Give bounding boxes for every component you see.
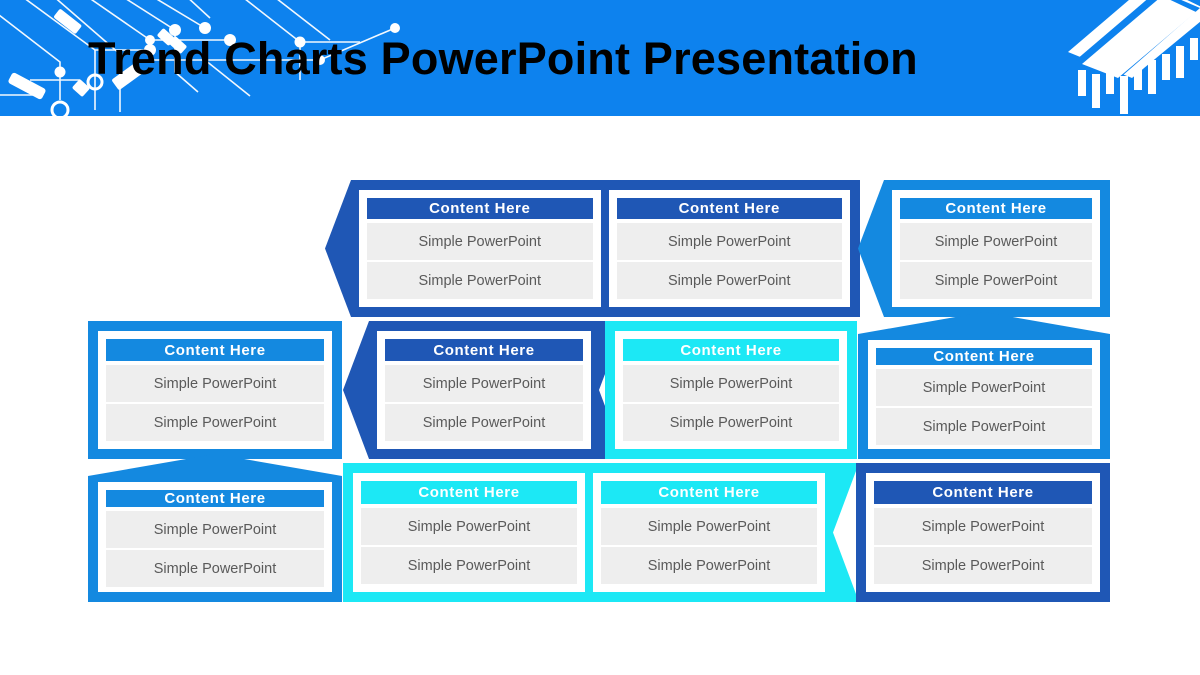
card-row: Simple PowerPoint (900, 262, 1092, 299)
card-row: Simple PowerPoint (106, 404, 324, 441)
card-title: Content Here (367, 198, 593, 219)
card-title: Content Here (385, 339, 583, 361)
card-title: Content Here (623, 339, 839, 361)
card-row: Simple PowerPoint (361, 547, 577, 584)
card-row: Simple PowerPoint (106, 511, 324, 548)
card-title: Content Here (900, 198, 1092, 219)
card-row: Simple PowerPoint (876, 369, 1092, 406)
card-row: Simple PowerPoint (361, 508, 577, 545)
card-title: Content Here (106, 339, 324, 361)
card-row: Simple PowerPoint (106, 550, 324, 587)
card-row: Simple PowerPoint (367, 262, 593, 299)
card-title: Content Here (876, 348, 1092, 365)
card-title: Content Here (361, 481, 577, 504)
microchip-decoration (1068, 0, 1200, 114)
slide-header: Trend Charts PowerPoint Presentation (0, 0, 1200, 116)
card-row: Simple PowerPoint (874, 547, 1092, 584)
card-title: Content Here (601, 481, 817, 504)
card-row: Simple PowerPoint (106, 365, 324, 402)
card-row: Simple PowerPoint (623, 404, 839, 441)
card-row: Simple PowerPoint (616, 223, 842, 260)
page-title: Trend Charts PowerPoint Presentation (88, 33, 918, 84)
card-row: Simple PowerPoint (876, 408, 1092, 445)
card-row: Simple PowerPoint (900, 223, 1092, 260)
card-row: Simple PowerPoint (601, 508, 817, 545)
card-row: Simple PowerPoint (874, 508, 1092, 545)
card-row: Simple PowerPoint (385, 404, 583, 441)
card-row: Simple PowerPoint (601, 547, 817, 584)
card-title: Content Here (616, 198, 842, 219)
card-row: Simple PowerPoint (623, 365, 839, 402)
card-row: Simple PowerPoint (385, 365, 583, 402)
card-title: Content Here (106, 490, 324, 507)
card-title: Content Here (874, 481, 1092, 504)
card-row: Simple PowerPoint (367, 223, 593, 260)
card-row: Simple PowerPoint (616, 262, 842, 299)
